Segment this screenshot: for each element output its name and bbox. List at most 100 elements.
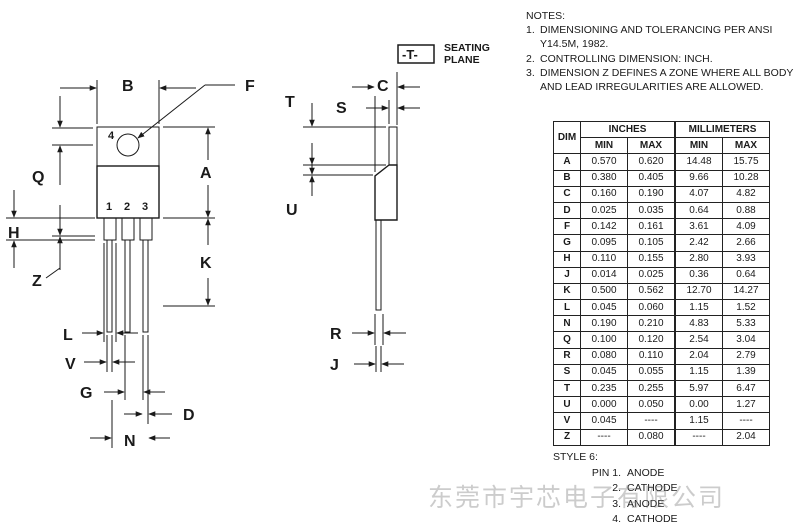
value-cell: ---- [674, 428, 723, 446]
value-cell: 0.080 [580, 347, 628, 365]
value-cell: 0.050 [627, 396, 676, 414]
table-header-row-2: MIN MAX MIN MAX [554, 137, 770, 155]
mm-max-header: MAX [722, 137, 770, 155]
value-cell: 0.045 [580, 363, 628, 382]
inches-header: INCHES [580, 120, 676, 139]
value-cell: 0.570 [580, 153, 628, 171]
value-cell: 2.42 [674, 234, 723, 252]
millimeters-header: MILLIMETERS [674, 120, 770, 139]
mm-min-header: MIN [674, 137, 723, 155]
value-cell: ---- [627, 412, 676, 430]
value-cell: 0.235 [580, 379, 628, 398]
value-cell: 0.025 [580, 201, 628, 220]
dim-cell: L [553, 299, 581, 317]
label-N: N [124, 433, 136, 450]
value-cell: 0.620 [627, 153, 676, 171]
value-cell: 6.47 [722, 379, 770, 398]
label-J: J [330, 357, 339, 374]
value-cell: 0.014 [580, 266, 628, 284]
value-cell: 0.045 [580, 299, 628, 317]
value-cell: 0.060 [627, 299, 676, 317]
seating-plane-line1: SEATING [444, 42, 490, 54]
value-cell: 2.04 [674, 347, 723, 365]
value-cell: 0.000 [580, 396, 628, 414]
dim-cell: T [553, 379, 581, 398]
value-cell: 2.80 [674, 250, 723, 268]
value-cell: 0.190 [580, 315, 628, 333]
label-S: S [336, 100, 347, 117]
value-cell: 0.161 [627, 218, 676, 236]
notes-block: NOTES: 1. DIMENSIONING AND TOLERANCING P… [526, 9, 798, 94]
value-cell: 0.64 [674, 201, 723, 220]
value-cell: 1.15 [674, 412, 723, 430]
label-Q: Q [32, 169, 44, 186]
value-cell: 0.500 [580, 282, 628, 301]
table-row: Z----0.080----2.04 [553, 428, 770, 446]
dim-cell: U [553, 396, 581, 414]
mounting-hole [116, 133, 140, 157]
label-V: V [65, 356, 76, 373]
style-heading: STYLE 6: [553, 451, 598, 463]
value-cell: 0.64 [722, 266, 770, 284]
value-cell: 2.79 [722, 347, 770, 365]
side-view [303, 44, 435, 372]
pin-label-4: 4 [108, 130, 115, 142]
value-cell: 1.15 [674, 299, 723, 317]
lead-shoulder-3 [139, 217, 153, 241]
value-cell: 4.07 [674, 185, 723, 203]
value-cell: 4.83 [674, 315, 723, 333]
value-cell: 10.28 [722, 169, 770, 187]
value-cell: 3.61 [674, 218, 723, 236]
value-cell: 5.97 [674, 379, 723, 398]
lead-3 [142, 239, 149, 333]
value-cell: 0.00 [674, 396, 723, 414]
value-cell: 0.045 [580, 412, 628, 430]
value-cell: 0.120 [627, 331, 676, 349]
dim-cell: V [553, 412, 581, 430]
label-G: G [80, 385, 92, 402]
value-cell: 0.190 [627, 185, 676, 203]
side-tab [388, 126, 398, 166]
dim-cell: C [553, 185, 581, 203]
dim-cell: H [553, 250, 581, 268]
dim-header: DIM [553, 120, 581, 155]
dim-cell: S [553, 363, 581, 382]
label-L: L [63, 327, 73, 344]
value-cell: 0.405 [627, 169, 676, 187]
value-cell: 0.080 [627, 428, 676, 446]
value-cell: 0.110 [627, 347, 676, 365]
value-cell: 3.04 [722, 331, 770, 349]
datum-T-label: -T- [402, 47, 418, 62]
label-R: R [330, 326, 342, 343]
style-pin-4: 4. CATHODE [612, 513, 678, 525]
value-cell: 3.93 [722, 250, 770, 268]
package-outline-drawing: B F Q A H Z K L V G D N C T S U R J 4 1 … [6, 42, 490, 450]
watermark-text: 东莞市宇芯电子有限公司 [428, 483, 726, 512]
style-block: STYLE 6: PIN 1. ANODE 2. CATHODE 3. ANOD… [553, 450, 678, 528]
style-pin-1: PIN 1. ANODE [591, 466, 665, 479]
value-cell: 5.33 [722, 315, 770, 333]
value-cell: 0.110 [580, 250, 628, 268]
value-cell: 9.66 [674, 169, 723, 187]
value-cell: 0.210 [627, 315, 676, 333]
value-cell: 0.88 [722, 201, 770, 220]
value-cell: 1.39 [722, 363, 770, 382]
mounting-tab [96, 126, 160, 167]
inch-min-header: MIN [580, 137, 628, 155]
lead-2 [124, 239, 131, 333]
value-cell: 0.100 [580, 331, 628, 349]
value-cell: ---- [580, 428, 628, 446]
value-cell: 0.36 [674, 266, 723, 284]
